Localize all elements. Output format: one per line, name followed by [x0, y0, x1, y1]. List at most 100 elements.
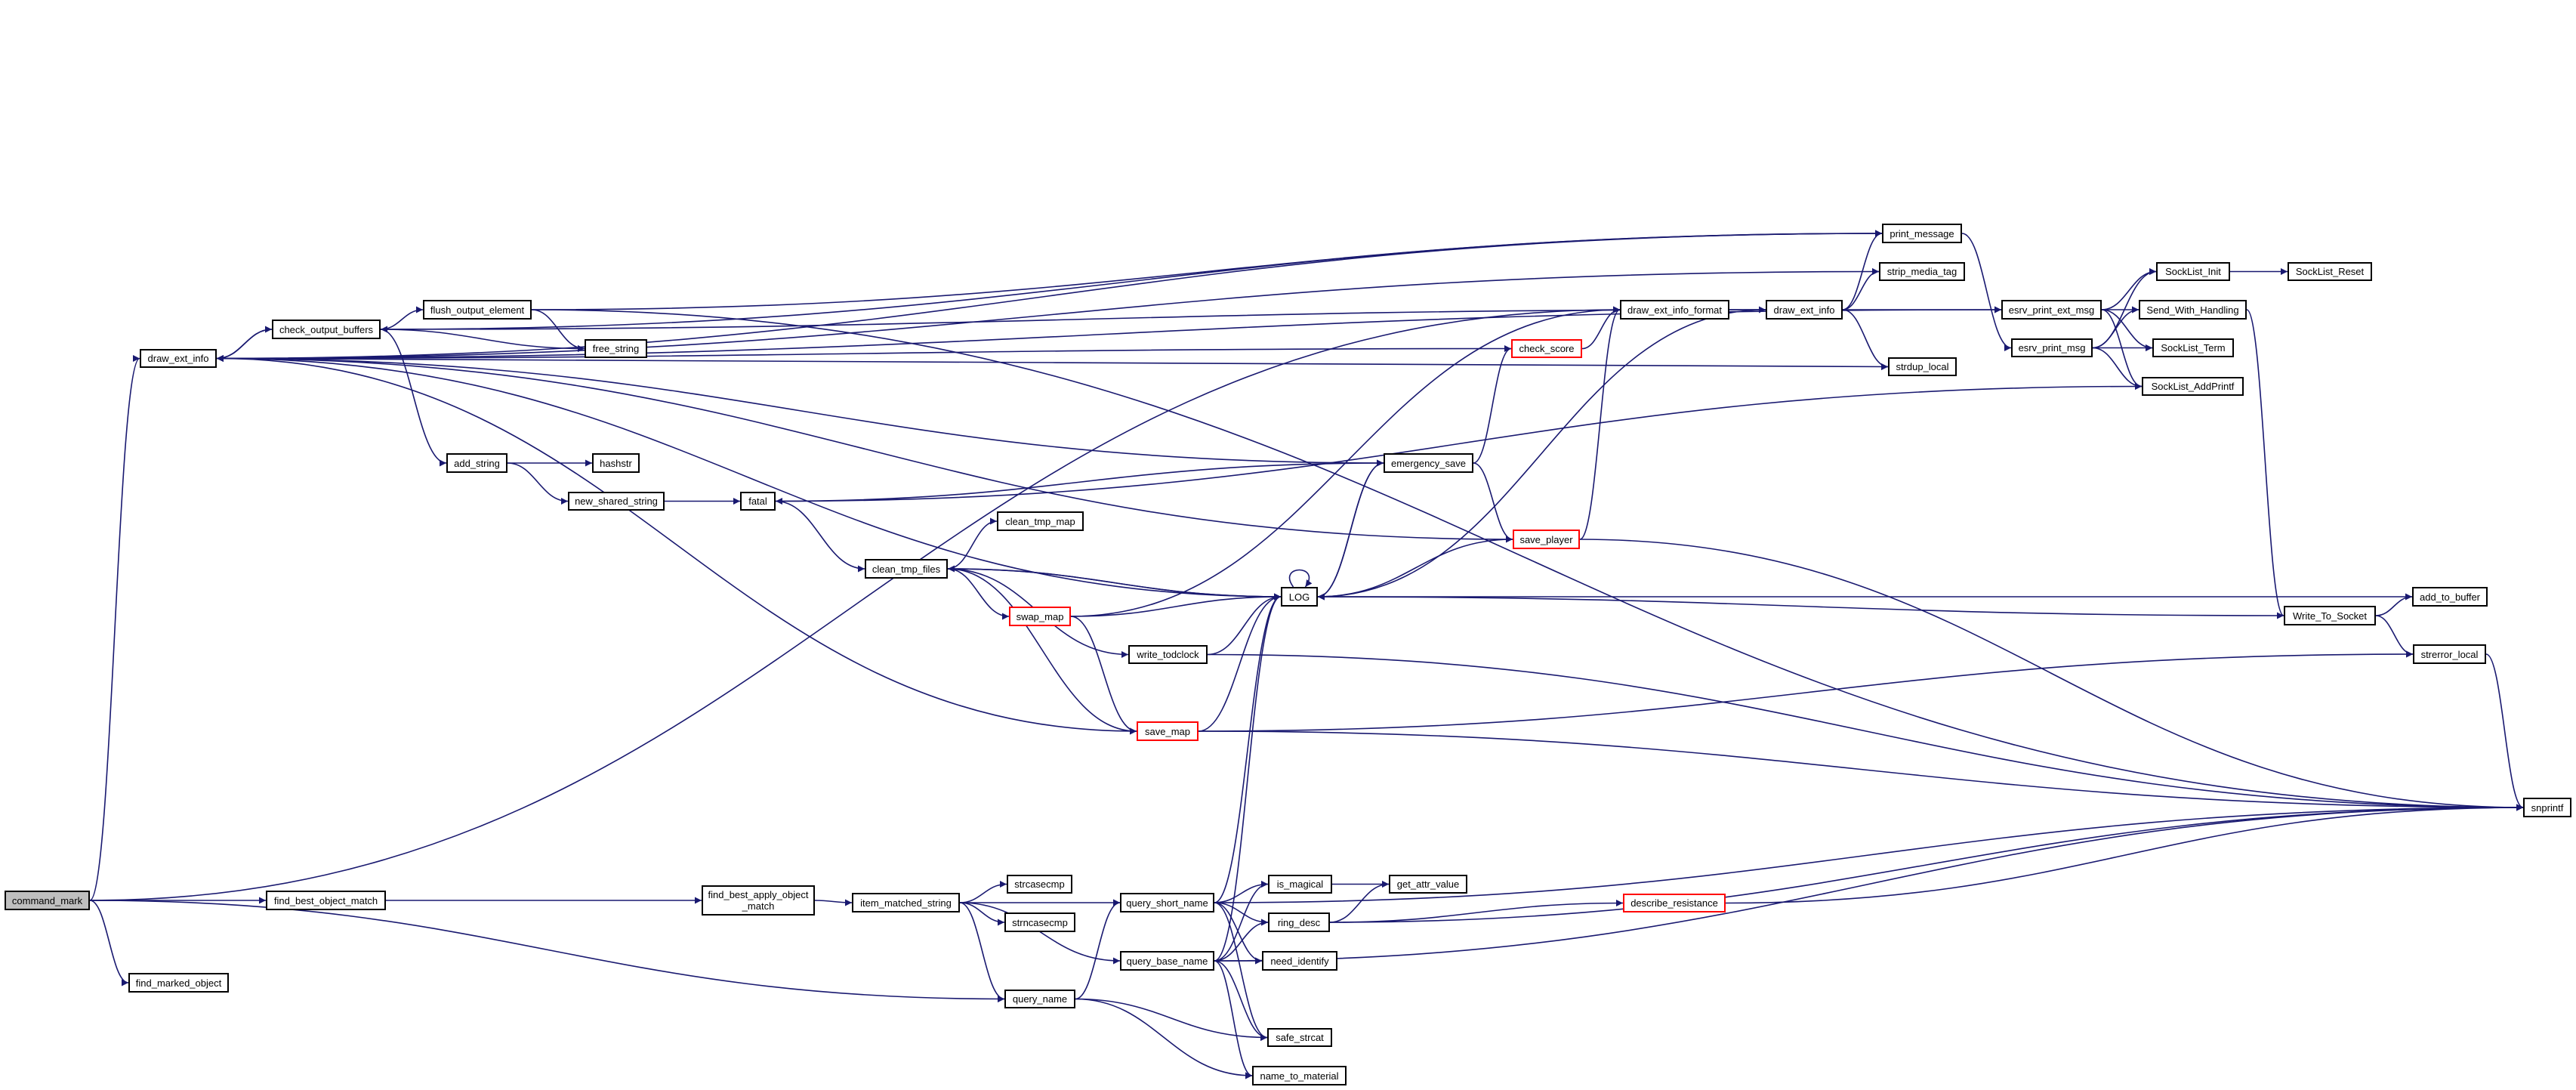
call-edge-write_todclock-to-LOG	[1207, 593, 1282, 656]
call-edge-query_short_name-to-snprintf	[1214, 804, 2524, 903]
graph-node-esrv_print_ext_msg[interactable]: esrv_print_ext_msg	[2001, 300, 2102, 320]
call-edge-esrv_print_msg-to-Send_With_Handling	[2092, 306, 2139, 349]
call-edge-save_player-to-draw_ext_info_L	[216, 355, 1513, 540]
graph-node-SockList_AddPrintf[interactable]: SockList_AddPrintf	[2142, 377, 2244, 396]
graph-node-snprintf[interactable]: snprintf	[2523, 798, 2571, 817]
graph-node-fatal[interactable]: fatal	[740, 492, 776, 511]
call-edge-save_map-to-LOG	[1198, 593, 1282, 732]
call-edge-query_base_name-to-name_to_material	[1214, 960, 1253, 1079]
call-edge-check_score-to-draw_ext_info_L	[216, 347, 1512, 362]
graph-node-Send_With_Handling[interactable]: Send_With_Handling	[2139, 300, 2247, 320]
call-edge-Send_With_Handling-to-Write_To_Socket	[2246, 309, 2284, 619]
call-edge-command_mark-to-draw_ext_info_format	[89, 306, 1621, 901]
call-edge-save_player-to-draw_ext_info_format	[1579, 306, 1621, 540]
graph-node-print_message[interactable]: print_message	[1882, 224, 1962, 243]
call-edge-find_best_apply_object_match-to-item_matched_string	[814, 899, 853, 906]
call-edge-Write_To_Socket-to-strerror_local	[2375, 615, 2414, 658]
graph-node-SockList_Reset[interactable]: SockList_Reset	[2288, 262, 2372, 281]
call-edge-fatal-to-clean_tmp_files	[775, 500, 865, 573]
graph-node-item_matched_string[interactable]: item_matched_string	[852, 893, 960, 912]
graph-node-need_identify[interactable]: need_identify	[1262, 951, 1337, 971]
call-edge-draw_ext_info_L-to-strip_media_tag	[216, 268, 1880, 360]
call-edge-query_name-to-query_short_name	[1075, 899, 1121, 1000]
call-edge-draw_ext_info_R-to-check_output_buffers	[380, 309, 1766, 333]
graph-node-new_shared_string[interactable]: new_shared_string	[568, 492, 665, 511]
graph-node-ring_desc[interactable]: ring_desc	[1268, 912, 1330, 932]
graph-node-is_magical[interactable]: is_magical	[1268, 875, 1332, 894]
call-edge-command_mark-to-draw_ext_info_L	[89, 355, 140, 901]
call-edge-draw_ext_info_R-to-print_message	[1842, 230, 1883, 310]
graph-node-find_best_apply_object_match[interactable]: find_best_apply_object _match	[702, 885, 815, 916]
graph-node-find_best_object_match[interactable]: find_best_object_match	[266, 891, 386, 910]
call-edge-LOG-to-LOG	[1288, 569, 1313, 588]
call-edge-ring_desc-to-describe_resistance	[1329, 900, 1624, 923]
graph-node-get_attr_value[interactable]: get_attr_value	[1389, 875, 1467, 894]
call-edge-query_short_name-to-safe_strcat	[1214, 902, 1268, 1041]
call-edge-save_player-to-LOG	[1317, 539, 1513, 601]
graph-node-draw_ext_info_format[interactable]: draw_ext_info_format	[1620, 300, 1729, 320]
graph-node-query_short_name[interactable]: query_short_name	[1120, 893, 1214, 912]
call-edge-add_string-to-new_shared_string	[507, 462, 569, 505]
graph-node-describe_resistance[interactable]: describe_resistance	[1623, 894, 1726, 912]
call-edge-query_base_name-to-LOG	[1214, 593, 1282, 962]
call-edge-strerror_local-to-snprintf	[2485, 653, 2524, 811]
call-edge-command_mark-to-query_name	[89, 900, 1005, 1002]
graph-node-add_to_buffer[interactable]: add_to_buffer	[2412, 587, 2488, 607]
call-edge-swap_map-to-draw_ext_info_format	[1070, 306, 1621, 617]
graph-node-clean_tmp_map[interactable]: clean_tmp_map	[997, 511, 1084, 531]
graph-node-strcasecmp[interactable]: strcasecmp	[1007, 875, 1072, 894]
call-edge-save_map-to-draw_ext_info_L	[216, 355, 1137, 732]
graph-node-check_output_buffers[interactable]: check_output_buffers	[272, 320, 381, 339]
graph-node-hashstr[interactable]: hashstr	[592, 453, 640, 473]
call-edge-draw_ext_info_L-to-strdup_local	[216, 357, 1889, 370]
call-edge-draw_ext_info_L-to-print_message	[216, 230, 1883, 360]
call-edge-emergency_save-to-save_player	[1473, 462, 1513, 543]
call-edge-query_base_name-to-snprintf	[1214, 804, 2524, 962]
graph-node-clean_tmp_files[interactable]: clean_tmp_files	[865, 559, 948, 579]
graph-node-SockList_Init[interactable]: SockList_Init	[2156, 262, 2230, 281]
graph-node-esrv_print_msg[interactable]: esrv_print_msg	[2011, 338, 2093, 357]
graph-node-query_base_name[interactable]: query_base_name	[1120, 951, 1214, 971]
call-edge-ring_desc-to-snprintf	[1329, 804, 2524, 923]
call-edge-swap_map-to-save_map	[1070, 616, 1137, 735]
graph-node-add_string[interactable]: add_string	[446, 453, 507, 473]
graph-node-command_mark[interactable]: command_mark	[5, 891, 90, 910]
graph-node-SockList_Term[interactable]: SockList_Term	[2152, 338, 2234, 357]
graph-node-strncasecmp[interactable]: strncasecmp	[1004, 912, 1075, 932]
graph-node-emergency_save[interactable]: emergency_save	[1384, 453, 1473, 473]
call-edge-query_base_name-to-safe_strcat	[1214, 960, 1268, 1041]
graph-node-flush_output_element[interactable]: flush_output_element	[423, 300, 532, 320]
call-edge-Write_To_Socket-to-LOG	[1317, 593, 2284, 616]
graph-node-free_string[interactable]: free_string	[585, 339, 647, 358]
graph-node-find_marked_object[interactable]: find_marked_object	[128, 973, 229, 993]
call-edge-check_output_buffers-to-free_string	[380, 329, 585, 352]
graph-node-Write_To_Socket[interactable]: Write_To_Socket	[2284, 606, 2376, 625]
call-edge-clean_tmp_files-to-swap_map	[947, 568, 1010, 620]
graph-node-write_todclock[interactable]: write_todclock	[1128, 645, 1208, 664]
call-edge-save_map-to-strerror_local	[1198, 650, 2414, 732]
call-edge-query_short_name-to-LOG	[1214, 593, 1282, 903]
call-edge-print_message-to-esrv_print_msg	[1961, 233, 2012, 351]
call-edge-describe_resistance-to-snprintf	[1725, 804, 2524, 904]
graph-node-draw_ext_info_L[interactable]: draw_ext_info	[140, 349, 217, 368]
graph-node-strerror_local[interactable]: strerror_local	[2413, 644, 2486, 664]
graph-node-check_score[interactable]: check_score	[1511, 339, 1582, 358]
graph-node-name_to_material[interactable]: name_to_material	[1252, 1066, 1347, 1085]
call-edge-flush_output_element-to-snprintf	[531, 309, 2524, 811]
graph-node-strdup_local[interactable]: strdup_local	[1888, 357, 1957, 376]
graph-node-save_player[interactable]: save_player	[1513, 530, 1580, 549]
graph-node-query_name[interactable]: query_name	[1004, 990, 1075, 1008]
call-edge-check_output_buffers-to-add_string	[380, 329, 447, 467]
call-edge-clean_tmp_files-to-clean_tmp_map	[947, 517, 998, 570]
graph-node-strip_media_tag[interactable]: strip_media_tag	[1879, 262, 1965, 281]
graph-node-swap_map[interactable]: swap_map	[1009, 607, 1071, 626]
graph-node-draw_ext_info_R[interactable]: draw_ext_info	[1766, 300, 1843, 320]
graph-node-LOG[interactable]: LOG	[1281, 587, 1318, 607]
graph-node-save_map[interactable]: save_map	[1137, 721, 1199, 741]
call-edge-save_player-to-snprintf	[1579, 539, 2524, 811]
graph-node-safe_strcat[interactable]: safe_strcat	[1267, 1028, 1332, 1047]
call-edge-query_name-to-name_to_material	[1075, 998, 1253, 1079]
call-edge-query_name-to-safe_strcat	[1075, 998, 1268, 1041]
